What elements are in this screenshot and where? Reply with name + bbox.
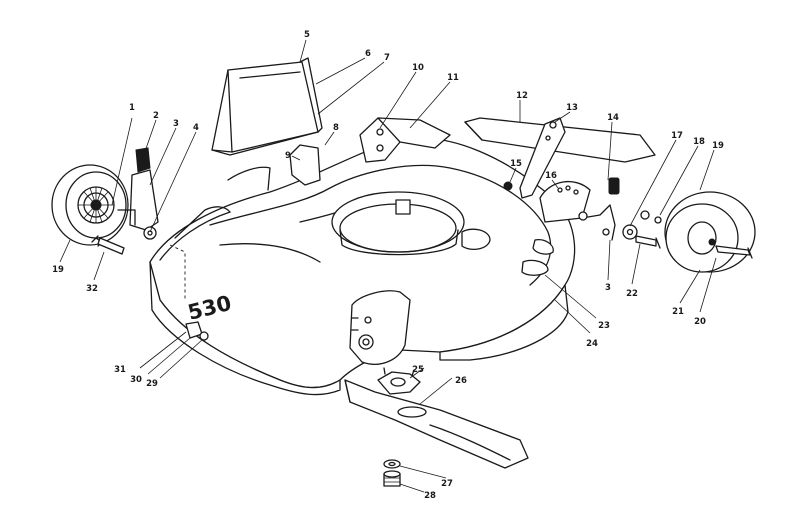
callout-9: 9 [285, 151, 291, 161]
callout-31: 31 [114, 365, 126, 375]
callout-8: 8 [333, 123, 339, 133]
callout-21: 21 [672, 307, 684, 317]
callout-23: 23 [598, 321, 610, 331]
callout-13: 13 [566, 103, 578, 113]
callout-26: 26 [455, 376, 467, 386]
rear-door-flap [211, 57, 323, 156]
callout-11: 11 [447, 73, 459, 83]
callout-labels: 1 2 3 4 5 6 7 8 9 10 11 12 13 14 15 16 1… [52, 30, 724, 501]
callout-30: 30 [130, 375, 142, 385]
callout-20: 20 [694, 317, 706, 327]
height-adjust-lever [519, 117, 566, 199]
blade [344, 379, 529, 469]
leader-lines [59, 39, 717, 493]
callout-12: 12 [516, 91, 528, 101]
callout-32: 32 [86, 284, 98, 294]
deck-housing [149, 137, 576, 396]
callout-3-left: 3 [173, 119, 179, 129]
callout-2: 2 [153, 111, 159, 121]
height-adjuster-bracket-right [503, 177, 620, 241]
callout-19-right: 19 [712, 141, 724, 151]
left-height-adjuster [91, 147, 159, 255]
callout-14: 14 [607, 113, 619, 123]
callout-18: 18 [693, 137, 705, 147]
front-axle-hardware [185, 321, 209, 341]
rear-chute-assembly [227, 117, 451, 191]
left-wheel [51, 164, 129, 246]
callout-15: 15 [510, 159, 522, 169]
right-wheel-fasteners [602, 210, 662, 249]
right-wheel [664, 191, 756, 273]
callout-28: 28 [424, 491, 436, 501]
blade-adapter [377, 367, 421, 395]
callout-4: 4 [193, 123, 199, 133]
callout-16: 16 [545, 171, 557, 181]
blade-bolt [383, 459, 401, 487]
callout-7: 7 [384, 53, 390, 63]
callout-17: 17 [671, 131, 683, 141]
callout-27: 27 [441, 479, 453, 489]
callout-22: 22 [626, 289, 638, 299]
callout-29: 29 [146, 379, 158, 389]
callout-5: 5 [304, 30, 310, 40]
callout-3-right: 3 [605, 283, 611, 293]
callout-19-left: 19 [52, 265, 64, 275]
callout-6: 6 [365, 49, 371, 59]
callout-24: 24 [586, 339, 598, 349]
engine-mount-bracket [349, 290, 411, 365]
callout-25: 25 [412, 365, 424, 375]
callout-10: 10 [412, 63, 424, 73]
callout-1: 1 [129, 103, 135, 113]
